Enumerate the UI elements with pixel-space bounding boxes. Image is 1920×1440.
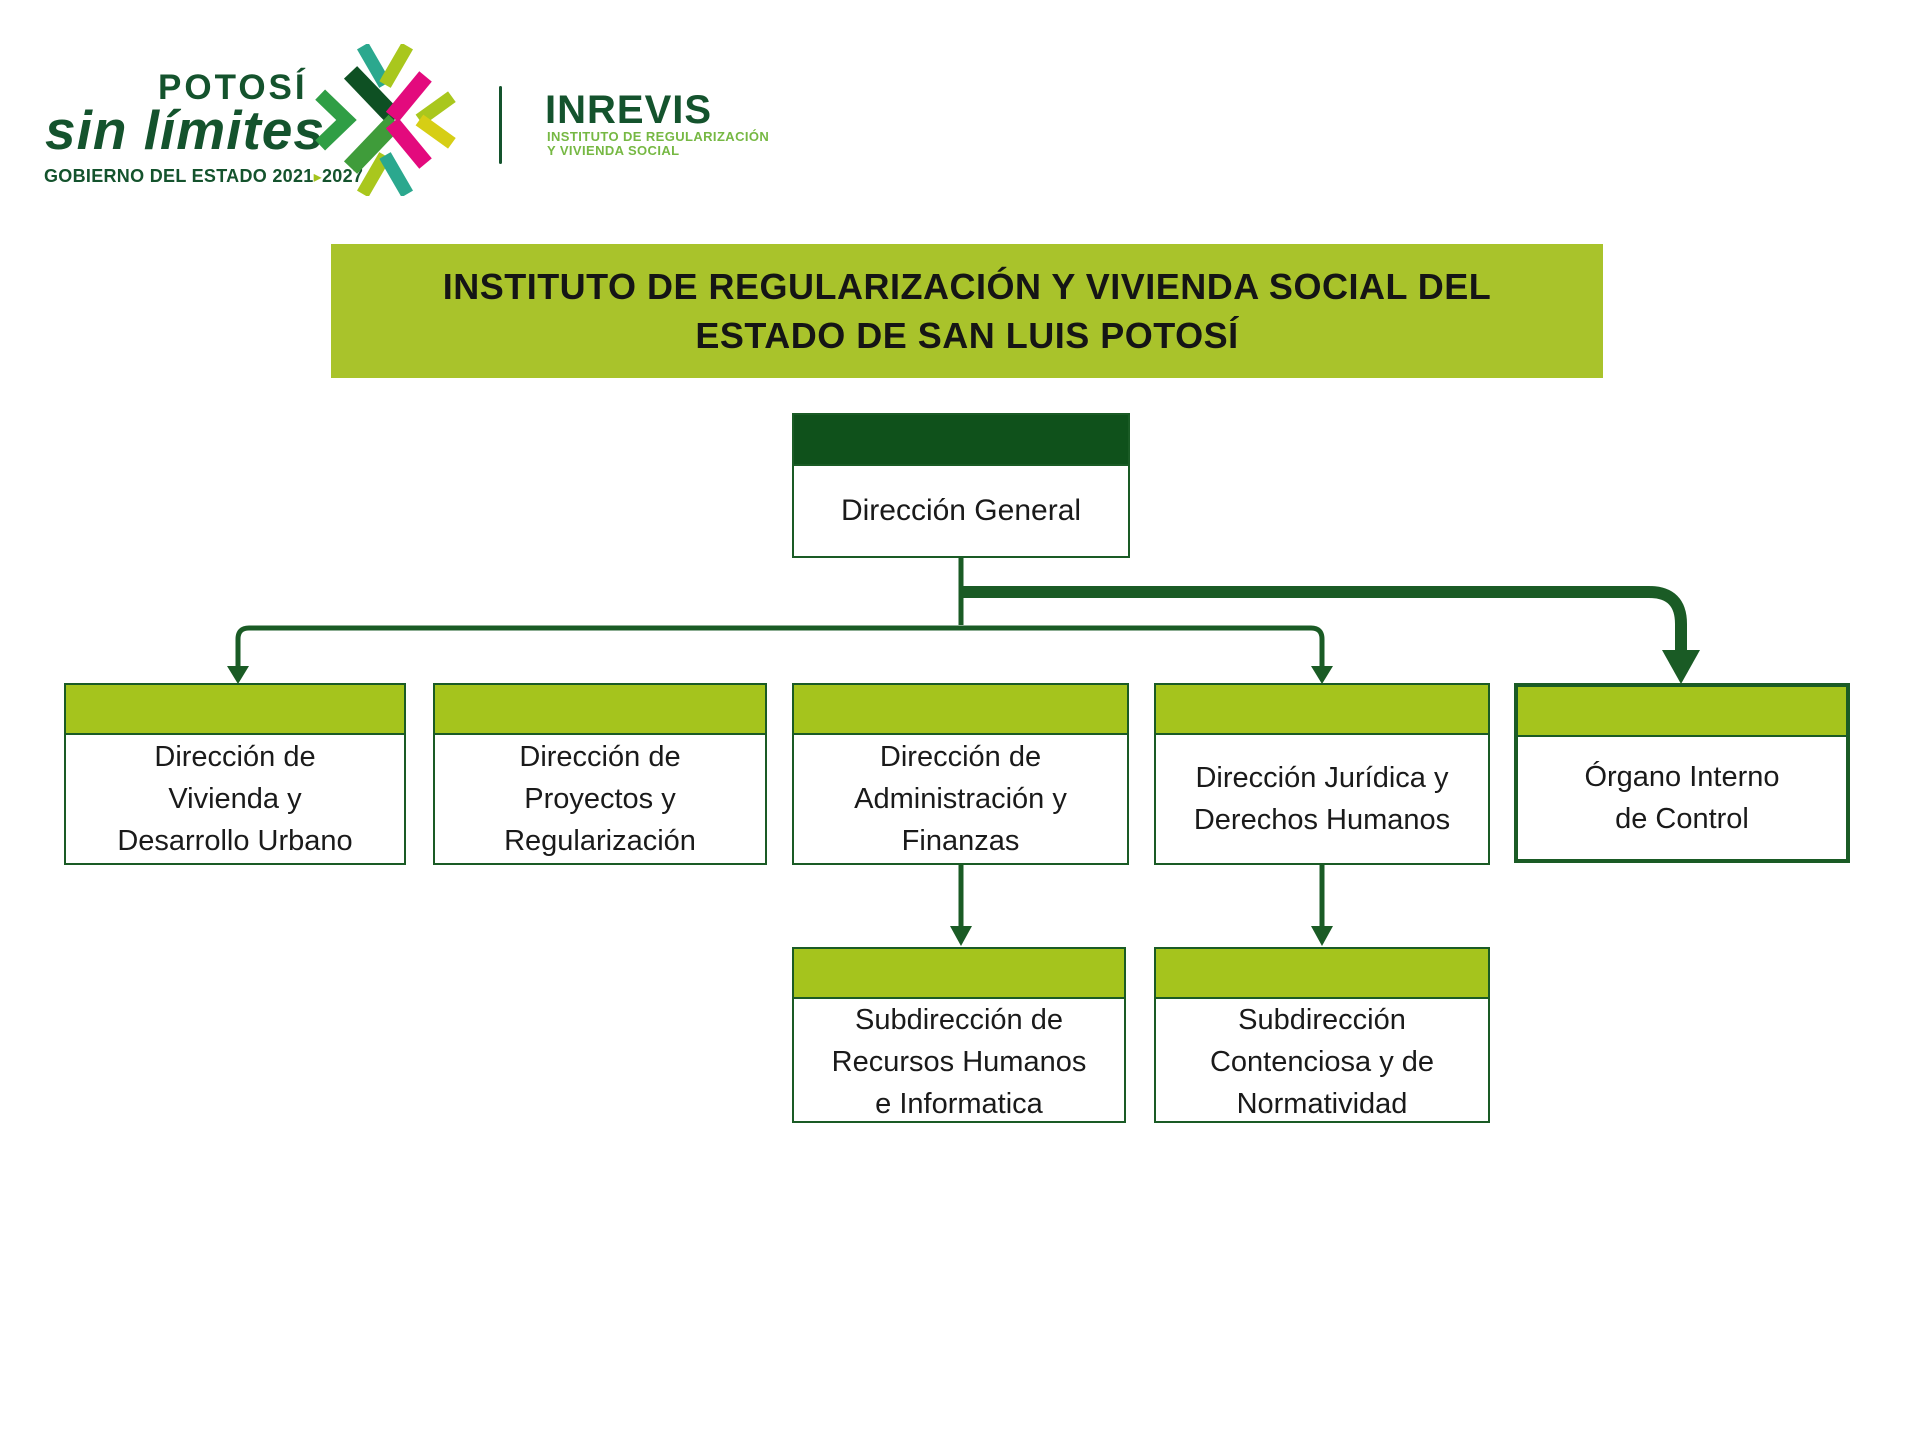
gobierno-text: GOBIERNO DEL ESTADO 2021 [44,166,314,186]
node-header [794,685,1127,735]
node-label-sub-contenciosa: Subdirección Contenciosa y de Normativid… [1209,1004,1435,1120]
potosi-x-logo-icon [315,44,456,196]
node-label-proyectos: Dirección de Proyectos y Regularización [504,741,696,857]
node-label-administracion: Dirección de Administración y Finanzas [854,741,1067,857]
org-node-sub-recursos-humanos: Subdirección de Recursos Humanos e Infor… [792,947,1126,1123]
node-label-juridica: Dirección Jurídica y Derechos Humanos [1193,762,1451,836]
org-node-sub-contenciosa-normatividad: Subdirección Contenciosa y de Normativid… [1154,947,1490,1123]
title-banner: INSTITUTO DE REGULARIZACIÓN Y VIVIENDA S… [331,244,1603,378]
inrevis-wordmark: INREVIS [545,88,713,132]
org-node-organo-interno-control: Órgano Interno de Control [1514,683,1850,863]
year-arrow-icon: ▸ [313,169,322,186]
arrow-to-organo-interno [1662,650,1700,684]
arrow-to-juridica [1311,666,1333,684]
org-node-vivienda-desarrollo-urbano: Dirección de Vivienda y Desarrollo Urban… [64,683,406,865]
org-node-direccion-general: Dirección General [792,413,1130,558]
node-label-organo-interno: Órgano Interno de Control [1584,761,1780,835]
inrevis-subtitle: INSTITUTO DE REGULARIZACIÓN Y VIVIENDA S… [547,129,770,158]
gobierno-del-estado-label: GOBIERNO DEL ESTADO 2021▸2027 [44,166,363,187]
node-header [1156,685,1488,735]
node-header [794,949,1124,999]
arrow-to-vivienda [227,666,249,684]
org-node-proyectos-regularizacion: Dirección de Proyectos y Regularización [433,683,767,865]
sin-limites-wordmark: sin límites [45,99,325,161]
potosi-wordmark: POTOSÍ [158,68,308,107]
page-title: INSTITUTO DE REGULARIZACIÓN Y VIVIENDA S… [442,266,1492,356]
node-header-dark [794,415,1128,466]
node-header [1518,687,1846,737]
gobierno-year: 2027 [321,166,364,186]
logo-divider [499,86,502,164]
org-node-juridica-derechos-humanos: Dirección Jurídica y Derechos Humanos [1154,683,1490,865]
org-node-administracion-finanzas: Dirección de Administración y Finanzas [792,683,1129,865]
node-label-sub-recursos: Subdirección de Recursos Humanos e Infor… [831,1004,1087,1120]
node-header [1156,949,1488,999]
connector-row-line [235,625,1325,668]
arrow-to-sub-recursos [950,926,972,946]
node-header [66,685,404,735]
node-label-vivienda: Dirección de Vivienda y Desarrollo Urban… [117,741,353,857]
connector-organo-interno [961,586,1687,652]
node-header [435,685,765,735]
arrow-to-sub-contenciosa [1311,926,1333,946]
node-label-direccion-general: Dirección General [840,494,1082,527]
